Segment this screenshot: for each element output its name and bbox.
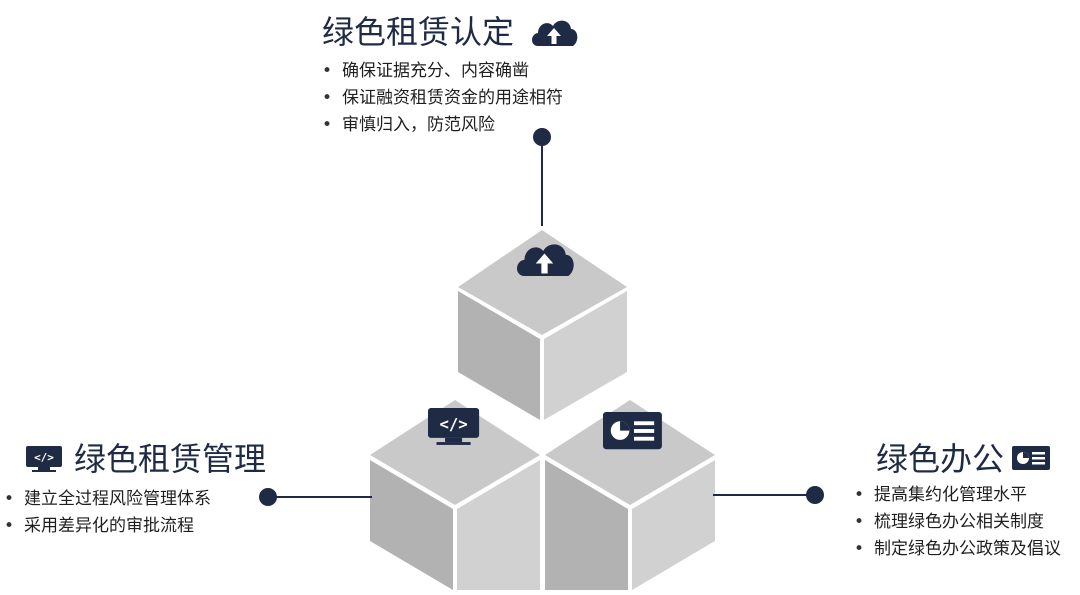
cube-presentation-chart-icon (603, 412, 662, 450)
svg-text:</>: </> (34, 451, 54, 464)
right-section-title: 绿色办公 (876, 440, 1005, 478)
list-item: 制定绿色办公政策及倡议 (852, 536, 1061, 563)
left-connector-dot (259, 488, 277, 506)
list-item: 采用差异化的审批流程 (2, 513, 211, 540)
cube-cloud-upload-icon (517, 244, 574, 276)
top-cube (458, 230, 627, 420)
top-section-title: 绿色租赁认定 (322, 13, 515, 51)
right-section-list: 提高集约化管理水平 梳理绿色办公相关制度 制定绿色办公政策及倡议 (852, 482, 1061, 563)
cloud-upload-icon (532, 20, 578, 46)
left-section-list: 建立全过程风险管理体系 采用差异化的审批流程 (2, 486, 211, 540)
presentation-chart-icon (1012, 446, 1050, 470)
list-item: 梳理绿色办公相关制度 (852, 509, 1061, 536)
left-cube (370, 400, 540, 590)
list-item: 保证融资租赁资金的用途相符 (320, 85, 563, 112)
list-item: 提高集约化管理水平 (852, 482, 1061, 509)
code-monitor-icon: </> (26, 446, 62, 472)
svg-text:</>: </> (439, 415, 467, 433)
list-item: 审慎归入，防范风险 (320, 112, 563, 139)
right-cube (545, 400, 715, 590)
right-connector-dot (806, 486, 824, 504)
cube-code-monitor-icon: </> (428, 408, 480, 445)
left-section-title: 绿色租赁管理 (74, 440, 267, 478)
list-item: 确保证据充分、内容确凿 (320, 58, 563, 85)
top-section-list: 确保证据充分、内容确凿 保证融资租赁资金的用途相符 审慎归入，防范风险 (320, 58, 563, 139)
list-item: 建立全过程风险管理体系 (2, 486, 211, 513)
